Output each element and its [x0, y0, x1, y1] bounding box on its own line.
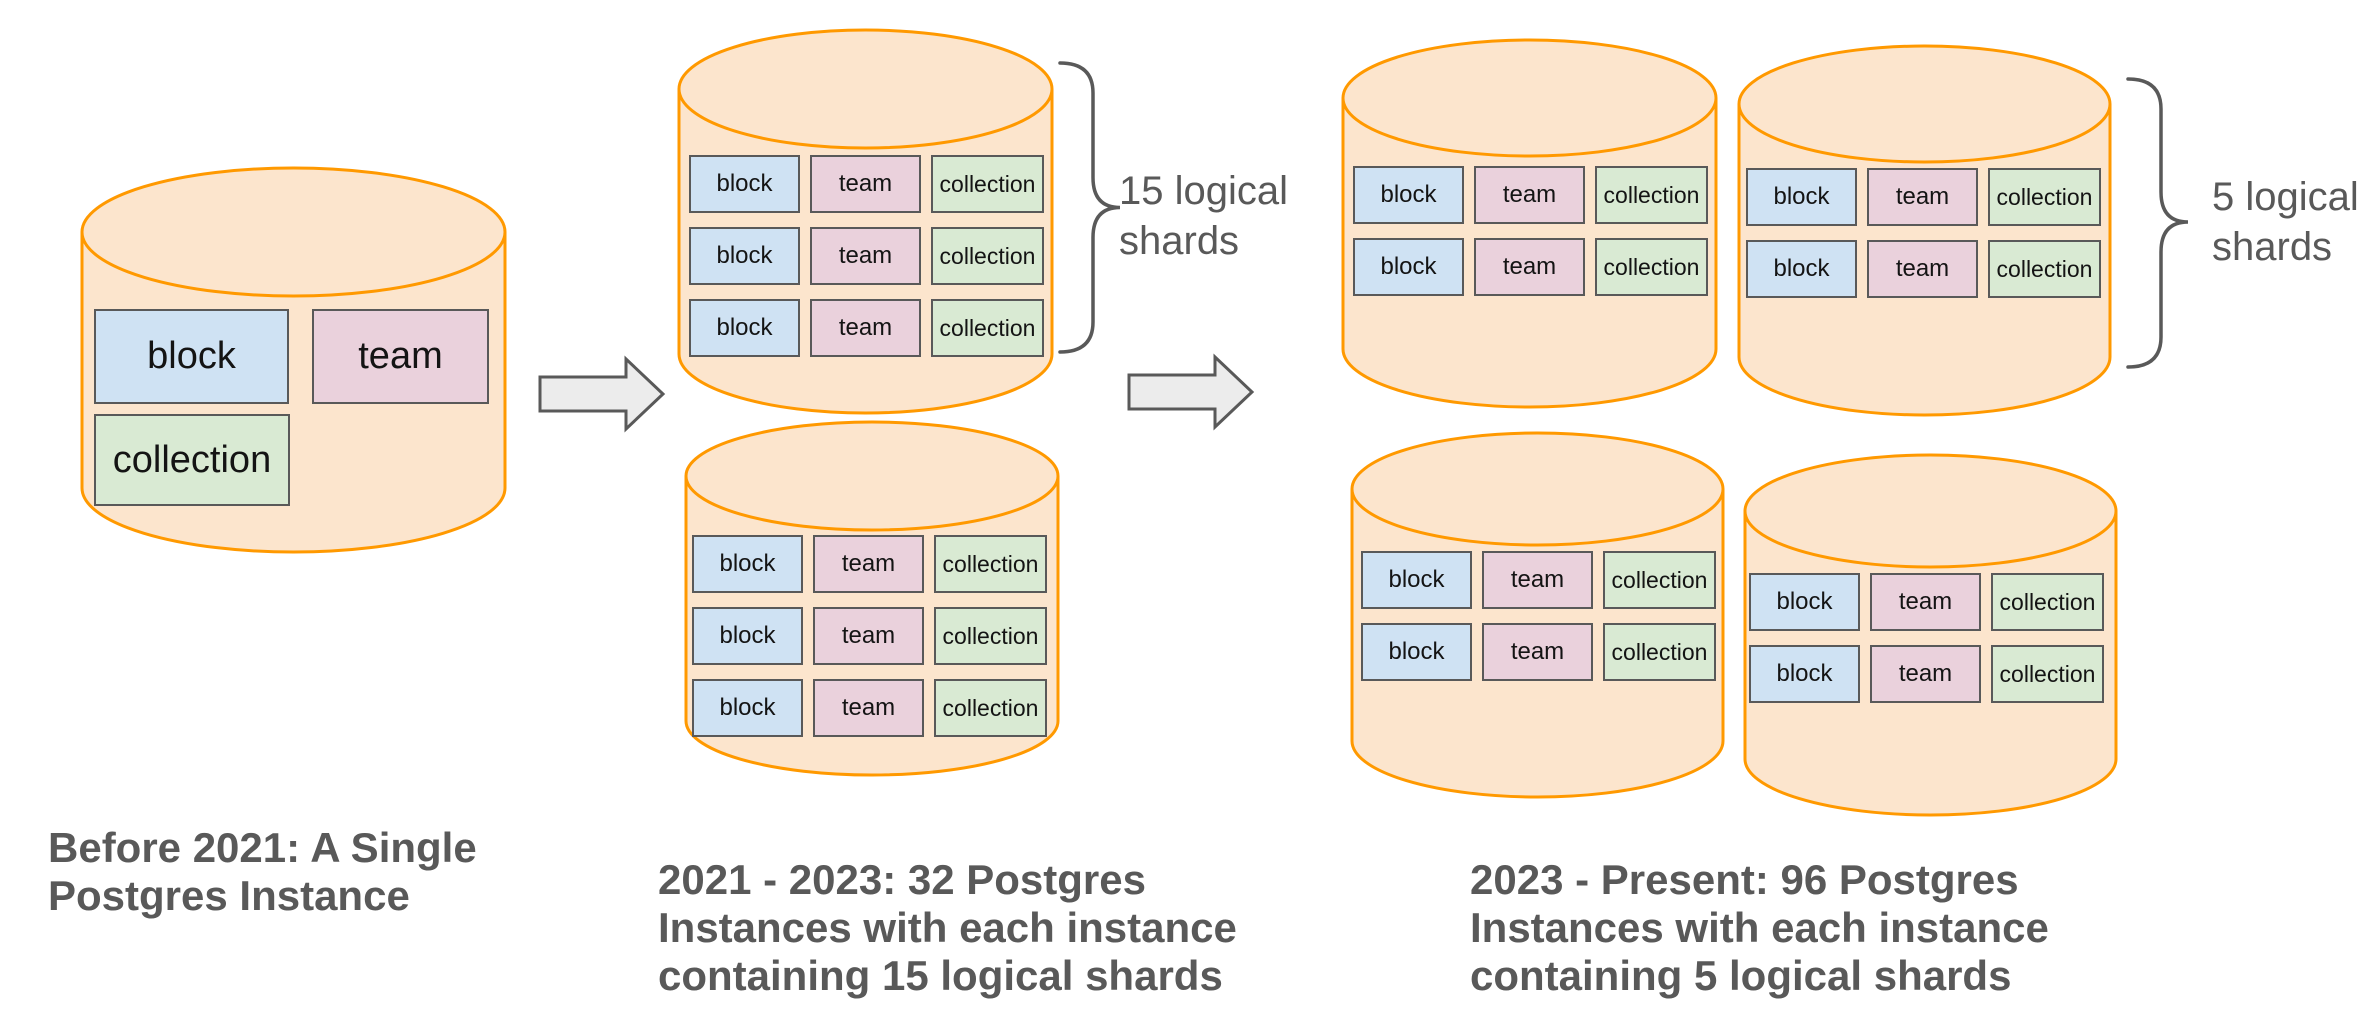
- caption-line: 2023 - Present: 96 Postgres: [1470, 856, 2019, 903]
- table-box-team: team: [312, 309, 489, 404]
- shard-box-block: block: [689, 155, 800, 213]
- label-5-logical-shards: 5 logical shards: [2212, 172, 2359, 272]
- shard-box-collection: collection: [1595, 238, 1708, 296]
- shard-box-team: team: [1482, 551, 1593, 609]
- shard-row: block team collection: [1749, 645, 2104, 703]
- shard-box-team: team: [813, 535, 924, 593]
- shard-box-block: block: [1353, 166, 1464, 224]
- shard-row: block team collection: [1353, 238, 1708, 296]
- caption-line: containing 5 logical shards: [1470, 952, 2012, 999]
- label-line: 5 logical: [2212, 175, 2359, 219]
- shard-row: block team collection: [692, 607, 1047, 665]
- brace-5-logical-shards: [2126, 77, 2189, 369]
- shard-grid: block team collection block team collect…: [1353, 166, 1708, 296]
- shard-box-block: block: [1749, 573, 1860, 631]
- shard-box-block: block: [692, 535, 803, 593]
- shard-box-block: block: [1353, 238, 1464, 296]
- shard-box-team: team: [813, 679, 924, 737]
- label-line: 15 logical: [1119, 169, 1289, 213]
- caption-2021-2023: 2021 - 2023: 32 Postgres Instances with …: [658, 856, 1237, 1000]
- shard-box-team: team: [810, 227, 921, 285]
- caption-line: Before 2021: A Single: [48, 824, 477, 871]
- shard-box-collection: collection: [1603, 623, 1716, 681]
- caption-before-2021: Before 2021: A Single Postgres Instance: [48, 824, 477, 920]
- shard-box-collection: collection: [1595, 166, 1708, 224]
- shard-box-block: block: [1361, 623, 1472, 681]
- shard-box-team: team: [1870, 645, 1981, 703]
- caption-line: containing 15 logical shards: [658, 952, 1223, 999]
- migration-arrow-2: [1127, 353, 1255, 431]
- label-line: shards: [1119, 219, 1240, 263]
- shard-box-collection: collection: [934, 607, 1047, 665]
- label-line: shards: [2212, 225, 2333, 269]
- shard-box-block: block: [689, 299, 800, 357]
- label-15-logical-shards: 15 logical shards: [1119, 166, 1288, 266]
- shard-box-collection: collection: [1603, 551, 1716, 609]
- shard-grid: block team collection block team collect…: [689, 155, 1044, 357]
- shard-row: block team collection: [1749, 573, 2104, 631]
- shard-box-team: team: [810, 155, 921, 213]
- shard-box-team: team: [1474, 238, 1585, 296]
- shard-box-block: block: [692, 607, 803, 665]
- shard-box-collection: collection: [931, 155, 1044, 213]
- shard-box-collection: collection: [934, 679, 1047, 737]
- database-cylinder-5shards-2: [1737, 44, 2112, 417]
- shard-box-team: team: [1867, 240, 1978, 298]
- shard-row: block team collection: [1361, 551, 1716, 609]
- shard-grid: block team collection block team collect…: [1749, 573, 2104, 703]
- caption-line: 2021 - 2023: 32 Postgres: [658, 856, 1146, 903]
- table-box-block: block: [94, 309, 289, 404]
- shard-box-block: block: [1361, 551, 1472, 609]
- database-cylinder-5shards-4: [1743, 453, 2118, 817]
- shard-box-team: team: [1867, 168, 1978, 226]
- migration-arrow-1: [538, 355, 666, 433]
- shard-box-block: block: [1746, 240, 1857, 298]
- shard-box-collection: collection: [1988, 168, 2101, 226]
- shard-row: block team collection: [692, 679, 1047, 737]
- caption-2023-present: 2023 - Present: 96 Postgres Instances wi…: [1470, 856, 2049, 1000]
- shard-row: block team collection: [1361, 623, 1716, 681]
- shard-row: block team collection: [692, 535, 1047, 593]
- shard-grid: block team collection block team collect…: [692, 535, 1047, 737]
- shard-box-team: team: [1474, 166, 1585, 224]
- shard-row: block team collection: [1746, 240, 2101, 298]
- shard-box-team: team: [810, 299, 921, 357]
- shard-row: block team collection: [689, 299, 1044, 357]
- caption-line: Instances with each instance: [1470, 904, 2049, 951]
- shard-grid: block team collection block team collect…: [1361, 551, 1716, 681]
- caption-line: Instances with each instance: [658, 904, 1237, 951]
- shard-row: block team collection: [1353, 166, 1708, 224]
- shard-box-block: block: [1749, 645, 1860, 703]
- caption-line: Postgres Instance: [48, 872, 410, 919]
- table-box-collection: collection: [94, 414, 290, 506]
- shard-row: block team collection: [1746, 168, 2101, 226]
- shard-box-team: team: [813, 607, 924, 665]
- shard-row: block team collection: [689, 155, 1044, 213]
- shard-box-collection: collection: [1991, 573, 2104, 631]
- shard-box-collection: collection: [1991, 645, 2104, 703]
- shard-box-block: block: [692, 679, 803, 737]
- shard-box-collection: collection: [1988, 240, 2101, 298]
- shard-row: block team collection: [689, 227, 1044, 285]
- shard-box-collection: collection: [934, 535, 1047, 593]
- shard-box-collection: collection: [931, 299, 1044, 357]
- shard-box-team: team: [1870, 573, 1981, 631]
- shard-grid: block team collection block team collect…: [1746, 168, 2101, 298]
- shard-box-block: block: [689, 227, 800, 285]
- brace-15-logical-shards: [1058, 61, 1121, 354]
- database-cylinder-5shards-3: [1350, 431, 1725, 799]
- shard-box-block: block: [1746, 168, 1857, 226]
- shard-box-collection: collection: [931, 227, 1044, 285]
- shard-box-team: team: [1482, 623, 1593, 681]
